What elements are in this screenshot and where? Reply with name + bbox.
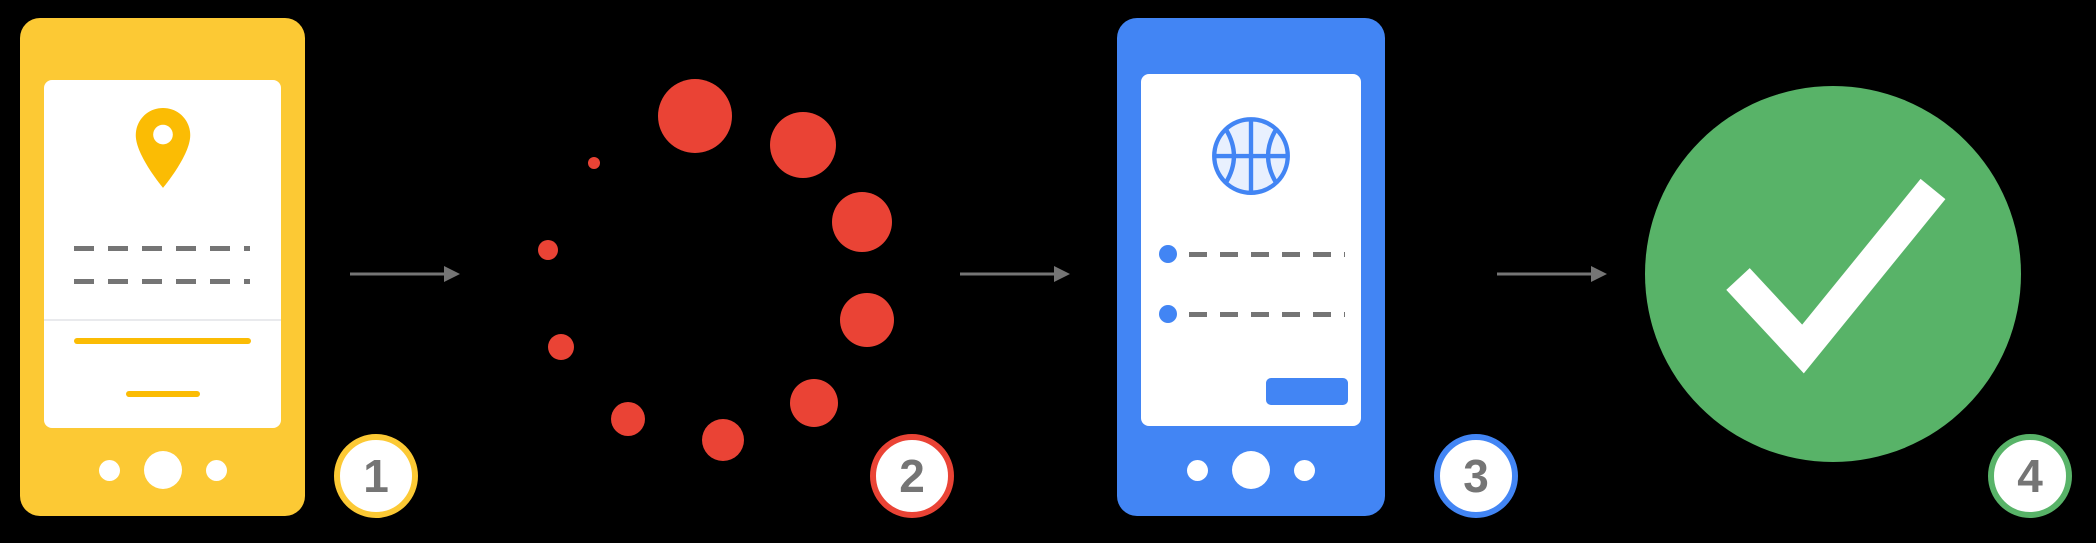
accent-line [74, 338, 251, 344]
phone-nav-buttons [1117, 451, 1385, 489]
phone-nav-buttons [20, 451, 305, 489]
location-pin-icon [135, 107, 190, 188]
loading-spinner-icon [538, 79, 894, 461]
ball-arcs [1223, 127, 1279, 185]
flow-arrow-icon [350, 266, 460, 282]
nav-dot [1187, 459, 1208, 481]
step3-phone-mockup [1117, 18, 1385, 516]
placeholder-text-line [74, 279, 250, 284]
spinner-dot [840, 293, 894, 347]
flow-arrow-icon [960, 266, 1070, 282]
step1-phone-screen [44, 80, 281, 428]
basketball-icon [1212, 117, 1290, 195]
spinner-dot [702, 419, 744, 461]
step-badge-2: 2 [870, 434, 954, 518]
step-badge-1: 1 [334, 434, 418, 518]
placeholder-text-line [1189, 312, 1345, 317]
placeholder-text-line [74, 246, 250, 251]
list-bullet [1159, 305, 1177, 323]
arrow-head [1591, 266, 1607, 282]
spinner-dot [770, 112, 836, 178]
accent-line [126, 391, 200, 397]
nav-dot [205, 459, 227, 481]
placeholder-text-line [1189, 252, 1345, 257]
step-badge-4: 4 [1988, 434, 2072, 518]
step3-phone-screen [1141, 74, 1361, 426]
spinner-dot [538, 240, 558, 260]
primary-action-button [1266, 378, 1348, 405]
nav-dot [98, 459, 120, 481]
spinner-dot [832, 192, 892, 252]
checkmark-icon [1726, 178, 1946, 374]
arrow-head [1054, 266, 1070, 282]
nav-dot [1232, 451, 1270, 489]
list-bullet [1159, 245, 1177, 263]
step1-phone-mockup [20, 18, 305, 516]
spinner-dot [658, 79, 732, 153]
pin-shape [135, 107, 190, 188]
spinner-dot [790, 379, 838, 427]
nav-dot [1294, 459, 1315, 481]
arrow-head [444, 266, 460, 282]
checkmark-stroke [1726, 178, 1946, 374]
spinner-dot [548, 334, 574, 360]
step-badge-3: 3 [1434, 434, 1518, 518]
ball-seams [1214, 119, 1288, 193]
pin-hole [152, 124, 173, 145]
section-divider [44, 319, 281, 321]
spinner-dot [611, 402, 645, 436]
success-circle [1645, 86, 2021, 462]
flow-arrow-icon [1497, 266, 1607, 282]
nav-dot [143, 451, 182, 489]
spinner-dot [588, 157, 600, 169]
